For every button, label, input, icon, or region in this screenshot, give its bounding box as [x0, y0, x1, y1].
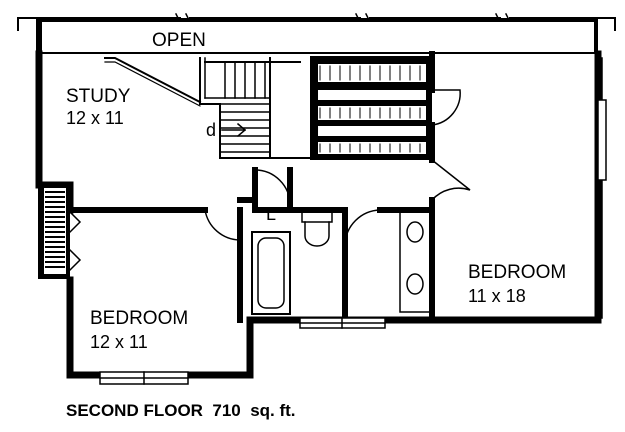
bedroom-left-name: BEDROOM — [90, 308, 188, 329]
door-swings — [204, 89, 471, 246]
floor-caption: SECOND FLOOR 710 sq. ft. — [66, 401, 296, 420]
study-size: 12 x 11 — [66, 108, 124, 128]
study-name: STUDY — [66, 86, 131, 107]
interior-walls — [67, 51, 435, 323]
staircase — [199, 57, 313, 159]
laundry-label: L — [266, 204, 276, 224]
bathtub — [251, 231, 291, 315]
bedroom-right-size: 11 x 18 — [468, 286, 526, 306]
stair-down-label: d — [206, 120, 216, 140]
windows — [99, 99, 607, 385]
linen-closet — [38, 183, 82, 279]
toilet — [301, 211, 333, 247]
center-closets — [310, 56, 432, 160]
open-label: OPEN — [152, 30, 206, 51]
open-area — [17, 12, 616, 54]
bedroom-left-size: 12 x 11 — [90, 332, 148, 352]
vanity — [399, 211, 431, 313]
bedroom-right-name: BEDROOM — [468, 262, 566, 283]
